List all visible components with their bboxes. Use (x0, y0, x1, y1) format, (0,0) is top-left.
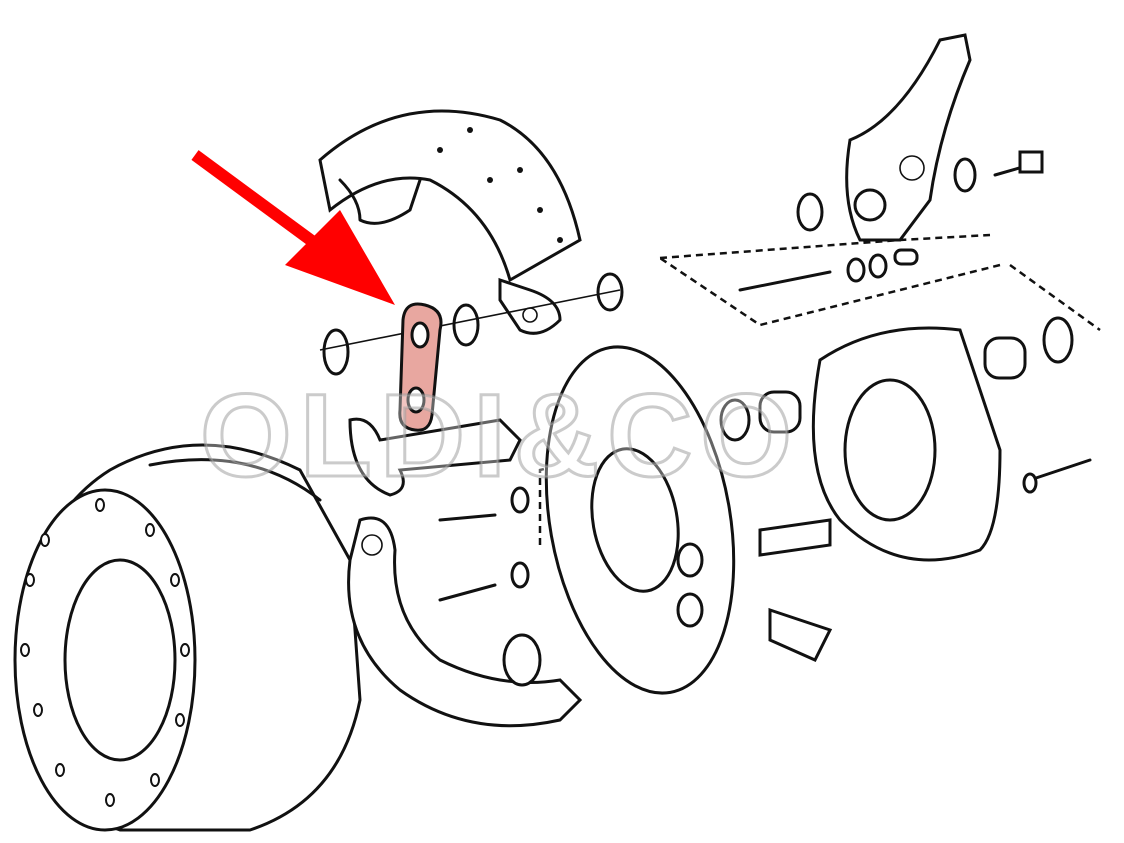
red-pointer-arrow (191, 150, 395, 305)
brake-spider (719, 316, 1092, 662)
upper-brake-shoe (318, 109, 582, 335)
brake-drum (13, 443, 362, 832)
backing-plate (544, 345, 736, 695)
lower-brake-shoe (347, 516, 583, 728)
watermark-logo: OLDI&CO (198, 369, 801, 504)
highlighted-link-plate (398, 302, 443, 432)
slack-adjuster (659, 33, 1101, 332)
